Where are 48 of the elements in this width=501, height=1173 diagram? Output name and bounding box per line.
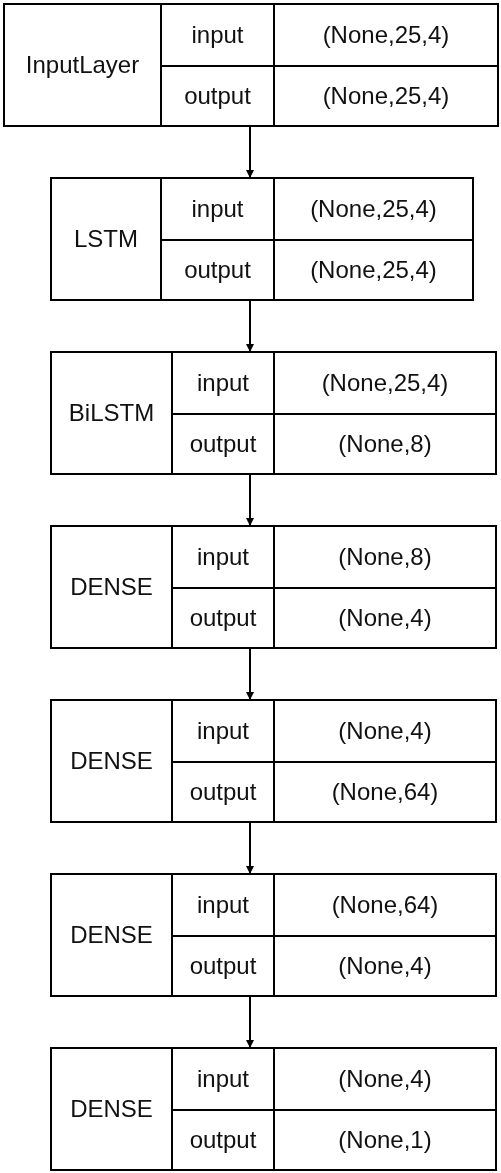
shape-value: (None,25,4): [273, 5, 497, 65]
arrow: [246, 474, 254, 526]
port-label: input: [171, 353, 273, 413]
arrow: [246, 648, 254, 700]
shape-value: (None,8): [273, 413, 495, 473]
layer-table: [50, 873, 497, 997]
layer-table: [50, 351, 497, 475]
port-label: output: [171, 935, 273, 995]
layer-table: [50, 1047, 497, 1171]
port-label: output: [171, 413, 273, 473]
port-label: output: [160, 65, 273, 125]
layer-name: DENSE: [69, 920, 154, 950]
port-label: input: [171, 527, 273, 587]
layer-table: [50, 177, 474, 301]
shape-value: (None,8): [273, 527, 495, 587]
arrow: [246, 996, 254, 1048]
port-label: input: [160, 179, 273, 239]
shape-value: (None,25,4): [273, 179, 472, 239]
shape-value: (None,25,4): [273, 65, 497, 125]
arrow: [246, 822, 254, 874]
layer-table: [50, 525, 497, 649]
arrow: [246, 300, 254, 352]
arrow: [246, 126, 254, 178]
port-label: output: [160, 239, 273, 299]
layer-name: BiLSTM: [67, 398, 156, 428]
port-label: input: [160, 5, 273, 65]
layer-name: DENSE: [69, 572, 154, 602]
layer-name: InputLayer: [24, 50, 141, 80]
shape-value: (None,1): [273, 1109, 495, 1169]
port-label: output: [171, 1109, 273, 1169]
port-label: input: [171, 1049, 273, 1109]
shape-value: (None,64): [273, 761, 495, 821]
layer-name: DENSE: [69, 746, 154, 776]
port-label: input: [171, 701, 273, 761]
layer-table: [50, 699, 497, 823]
shape-value: (None,64): [273, 875, 495, 935]
port-label: input: [171, 875, 273, 935]
layer-name: DENSE: [69, 1094, 154, 1124]
layer-name: LSTM: [73, 224, 139, 254]
port-label: output: [171, 761, 273, 821]
port-label: output: [171, 587, 273, 647]
shape-value: (None,4): [273, 1049, 495, 1109]
shape-value: (None,25,4): [273, 239, 472, 299]
layer-table: [3, 3, 499, 127]
shape-value: (None,4): [273, 701, 495, 761]
shape-value: (None,25,4): [273, 353, 495, 413]
shape-value: (None,4): [273, 587, 495, 647]
shape-value: (None,4): [273, 935, 495, 995]
